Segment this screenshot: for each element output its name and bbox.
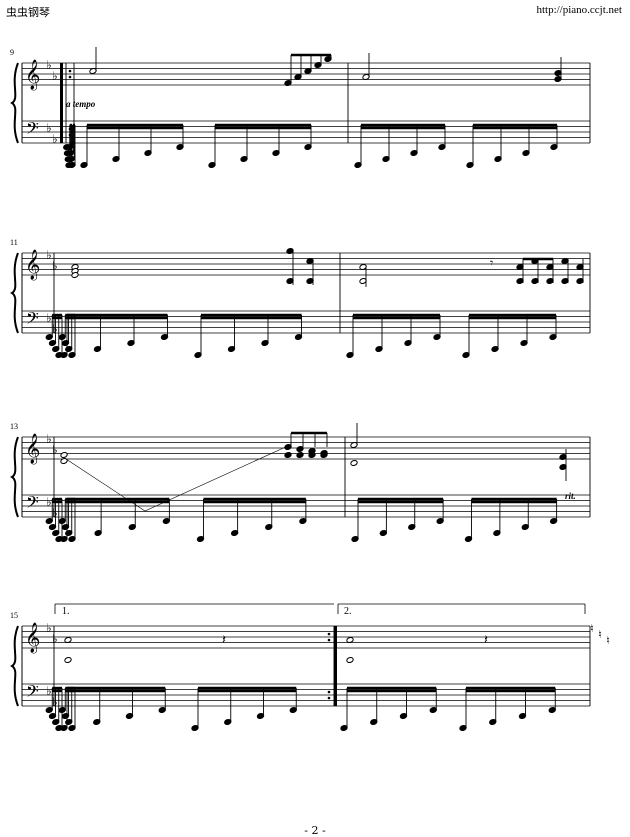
measure-number: 11	[10, 238, 18, 247]
note-head	[286, 247, 294, 255]
note-head	[64, 656, 72, 664]
repeat-thick-bar	[60, 63, 63, 143]
flat-icon: ♭	[46, 121, 52, 135]
flat-icon: ♭	[52, 632, 58, 646]
volta-first-label: 1.	[62, 606, 70, 617]
expression-a-tempo: a tempo	[66, 99, 96, 109]
treble-clef-icon: 𝄞	[25, 433, 40, 465]
note-head	[346, 636, 354, 644]
note-head	[320, 451, 328, 459]
note-head	[346, 656, 354, 664]
bass-clef-icon: 𝄢	[26, 681, 39, 705]
note-head	[308, 451, 316, 459]
measure-number: 9	[10, 48, 14, 57]
flat-icon: ♭	[46, 432, 52, 446]
repeat-dot	[327, 690, 331, 694]
flat-icon: ♭	[52, 69, 58, 83]
system-2: 𝄞𝄢♭♭♭♭11𝄾	[10, 238, 591, 359]
note-head	[306, 257, 314, 265]
brace	[10, 625, 19, 707]
cross-staff-line	[65, 444, 291, 512]
treble-clef-icon: 𝄞	[25, 249, 40, 281]
note-head	[60, 457, 68, 465]
natural-icon: ♮	[590, 622, 594, 635]
note-head	[71, 271, 79, 279]
repeat-dot	[327, 632, 331, 636]
flat-icon: ♭	[52, 132, 58, 146]
flat-icon: ♭	[52, 506, 58, 520]
natural-icon: ♮	[606, 634, 610, 647]
flat-icon: ♭	[52, 695, 58, 709]
quarter-rest-icon: 𝄽	[484, 633, 488, 648]
treble-clef-icon: 𝄞	[25, 622, 40, 654]
flat-icon: ♭	[52, 322, 58, 336]
note-head	[284, 451, 292, 459]
flat-icon: ♭	[46, 311, 52, 325]
measure-number: 15	[10, 611, 18, 620]
repeat-end-thick-bar	[334, 626, 337, 706]
system-1: 𝄞𝄢♭♭♭♭9a tempo	[10, 47, 591, 169]
bass-clef-icon: 𝄢	[26, 492, 39, 516]
repeat-dot	[327, 638, 331, 642]
page-number: - 2 -	[304, 824, 326, 837]
natural-icon: ♮	[598, 628, 602, 641]
repeat-dot	[327, 696, 331, 700]
brace	[10, 436, 19, 518]
flat-icon: ♭	[46, 495, 52, 509]
volta-second-label: 2.	[344, 606, 352, 617]
measure-number: 13	[10, 422, 18, 431]
site-name: 虫虫钢琴	[6, 6, 50, 19]
repeat-dot	[68, 75, 72, 79]
flat-icon: ♭	[52, 259, 58, 273]
flat-icon: ♭	[52, 443, 58, 457]
site-url: http://piano.ccjt.net	[536, 4, 622, 16]
flat-icon: ♭	[46, 684, 52, 698]
flat-icon: ♭	[46, 248, 52, 262]
eighth-rest-icon: 𝄾	[490, 256, 493, 270]
flat-icon: ♭	[46, 58, 52, 72]
expression-rit: rit.	[565, 491, 576, 501]
brace	[10, 252, 19, 334]
brace	[10, 62, 19, 144]
quarter-rest-icon: 𝄽	[222, 633, 226, 648]
note-head	[296, 445, 304, 453]
note-head	[350, 459, 358, 467]
note-head	[64, 636, 72, 644]
bass-clef-icon: 𝄢	[26, 118, 39, 142]
bass-clef-icon: 𝄢	[26, 308, 39, 332]
repeat-dot	[68, 69, 72, 73]
note-head	[359, 263, 367, 271]
note-head	[296, 451, 304, 459]
treble-clef-icon: 𝄞	[25, 59, 40, 91]
note-head	[60, 451, 68, 459]
flat-icon: ♭	[46, 621, 52, 635]
